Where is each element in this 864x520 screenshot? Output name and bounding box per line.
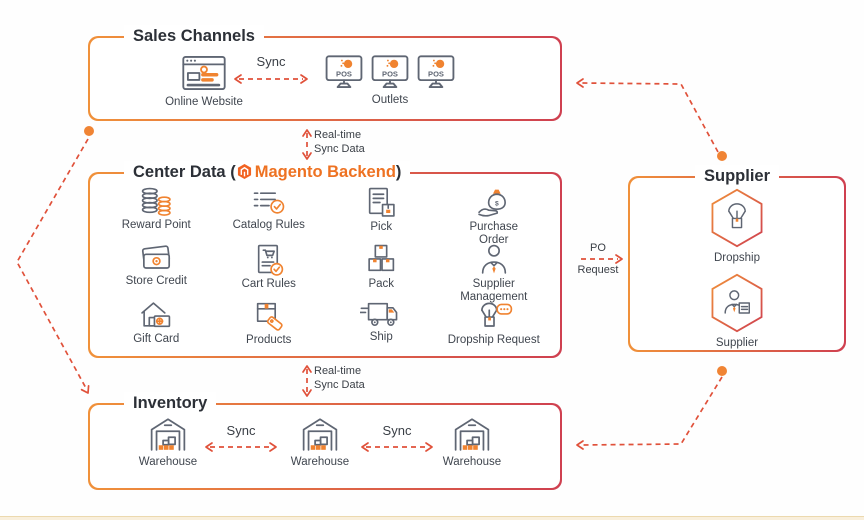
center-data-title-prefix: Center Data ( (133, 163, 236, 181)
dropship-label: Dropship (713, 252, 761, 264)
feature-pack: Pack (325, 243, 438, 296)
pack-icon (368, 244, 395, 271)
center-data-title-brand: Magento Backend (254, 163, 396, 181)
feature-label: Supplier Management (460, 277, 528, 303)
inventory-panel: Inventory Warehouse (88, 392, 562, 490)
warehouse-label: Warehouse (138, 456, 198, 468)
checklist-icon (253, 192, 285, 214)
pos-monitor-icon: POS (417, 55, 455, 89)
svg-text:POS: POS (428, 70, 444, 79)
outlets-label: Outlets (371, 94, 409, 106)
po-label-line1: PO (590, 242, 606, 254)
warehouse-icon (454, 418, 490, 451)
pick-icon (369, 187, 395, 217)
feature-supplier-management: Supplier Management (438, 243, 551, 304)
feature-label: Pack (368, 277, 395, 290)
dropship-request-icon (480, 302, 512, 327)
feature-catalog-rules: Catalog Rules (213, 186, 326, 239)
online-website-node: Online Website (146, 54, 262, 109)
sales-channels-panel: Sales Channels Online Website (88, 25, 562, 121)
supplier-title: Supplier (694, 165, 780, 187)
feature-label: Cart Rules (241, 277, 296, 290)
feature-label: Purchase Order (469, 221, 519, 246)
warehouse-node: Warehouse (118, 416, 218, 469)
inventory-sync-left-label: Sync (226, 423, 256, 438)
feature-dropship-request: Dropship Request (438, 299, 551, 352)
feature-label: Store Credit (125, 274, 187, 287)
magento-logo-icon (237, 164, 251, 179)
cart-rules-icon (257, 244, 283, 276)
purchase-order-icon: $ (477, 189, 506, 217)
supplier-to-inventory-arrow (580, 376, 723, 446)
warehouse-icon (302, 418, 338, 451)
center-data-grid: Reward Point Catalog Rules (100, 186, 550, 352)
supplier-to-sales-arrow (580, 82, 719, 153)
feature-products: Products (213, 299, 326, 352)
pos-monitor-icon: POS (325, 55, 363, 89)
warehouse-node: Warehouse (422, 416, 522, 469)
feature-label: Products (246, 334, 292, 346)
warehouse-node: Warehouse (270, 416, 370, 469)
inventory-title: Inventory (124, 392, 217, 414)
realtime-top-line2: Sync Data (314, 142, 365, 155)
online-website-label: Online Website (165, 96, 243, 108)
realtime-bottom-line1: Real-time (314, 365, 362, 377)
wallet-icon (142, 244, 171, 269)
supplier-panel: Supplier Dropship (628, 165, 846, 352)
realtime-sync-top-label: Real-time Sync Data (314, 129, 365, 156)
center-data-panel: Center Data ( Magento Backend) Reward Poi… (88, 161, 562, 358)
feature-gift-card: Gift Card (100, 299, 213, 352)
person-icon (481, 244, 506, 274)
dropship-node: Dropship (687, 188, 787, 265)
parachute-box-icon (711, 188, 763, 248)
bottom-strip (0, 516, 864, 520)
po-label-line2: Request (577, 264, 619, 276)
supplier-node: Supplier (687, 273, 787, 350)
sales-to-inventory-arrow (16, 138, 89, 391)
browser-icon (182, 55, 226, 91)
sales-sync-label: Sync (256, 54, 286, 69)
feature-label: Pick (370, 221, 393, 233)
gift-card-icon (141, 302, 171, 328)
sales-channels-title: Sales Channels (124, 25, 264, 47)
feature-label: Gift Card (133, 333, 180, 345)
feature-reward-point: Reward Point (100, 186, 213, 239)
svg-text:$: $ (495, 201, 499, 208)
inventory-sync-right-label: Sync (382, 423, 412, 438)
feature-store-credit: Store Credit (100, 243, 213, 296)
warehouse-label: Warehouse (290, 456, 350, 468)
feature-label: Ship (369, 331, 393, 343)
coins-icon (141, 187, 172, 216)
outlets-node: POS POS (320, 54, 460, 107)
warehouse-label: Warehouse (442, 456, 502, 468)
supplier-label: Supplier (715, 337, 759, 349)
realtime-sync-bottom-label: Real-time Sync Data (314, 365, 365, 392)
truck-icon (360, 302, 398, 327)
feature-label: Catalog Rules (232, 219, 305, 231)
warehouse-icon (150, 418, 186, 451)
pos-terminals: POS POS (324, 54, 456, 90)
center-data-title: Center Data ( Magento Backend) (124, 161, 411, 183)
svg-text:POS: POS (382, 70, 398, 79)
sales-channels-panel-bg (89, 37, 561, 120)
feature-pick: Pick (325, 186, 438, 239)
feature-purchase-order: $ Purchase Order (438, 186, 551, 247)
feature-ship: Ship (325, 299, 438, 352)
pos-monitor-icon: POS (371, 55, 409, 89)
feature-label: Dropship Request (447, 334, 540, 346)
realtime-bottom-line2: Sync Data (314, 378, 365, 391)
svg-text:POS: POS (336, 70, 352, 79)
feature-cart-rules: Cart Rules (213, 243, 326, 296)
products-icon (256, 302, 283, 331)
feature-label: Reward Point (121, 219, 191, 231)
supplier-person-icon (711, 273, 763, 333)
realtime-top-line1: Real-time (314, 129, 362, 141)
center-data-title-suffix: ) (395, 163, 402, 181)
